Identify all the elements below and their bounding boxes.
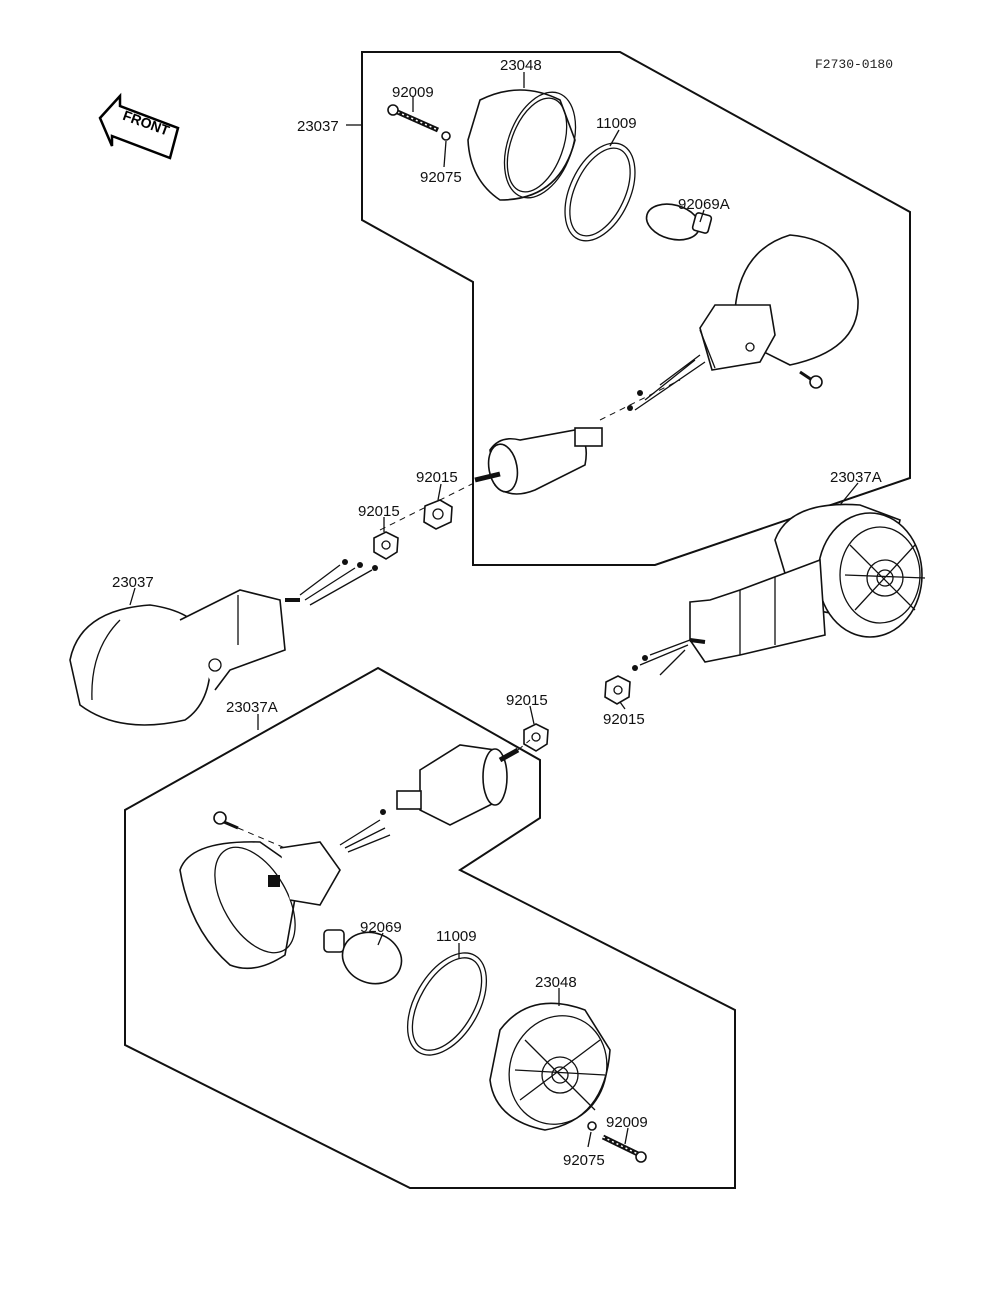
housing-lower [179, 809, 391, 970]
label-92075-upper: 92075 [420, 169, 462, 186]
nut-92015-c [604, 675, 631, 705]
nut-92015-d [523, 723, 549, 752]
label-92015-d: 92015 [506, 692, 548, 709]
socket-lower [396, 739, 531, 826]
label-92009-upper: 92009 [392, 84, 434, 101]
label-92015-c: 92015 [603, 711, 645, 728]
turn-signal-23037-left [69, 559, 378, 726]
label-23048-upper: 23048 [500, 57, 542, 74]
gasket-11009-upper [564, 142, 636, 242]
nut-92015-a [423, 499, 453, 530]
screw-92009-upper [387, 104, 440, 133]
screw-small-upper [799, 370, 823, 389]
nut-92015-b [373, 531, 399, 560]
bulb-92069 [323, 929, 403, 985]
lens-23048-lower [489, 1002, 611, 1131]
washer-92075-lower [587, 1121, 597, 1131]
lower-assembly-boundary [124, 666, 736, 1189]
label-92069A: 92069A [678, 196, 730, 213]
bulb-92069A [645, 203, 713, 241]
front-arrow-icon: FRONT [98, 92, 180, 160]
lens-23048-upper [467, 89, 577, 201]
label-23037A-right: 23037A [830, 469, 882, 486]
diagram-code: F2730-0180 [815, 57, 893, 72]
label-23037-left: 23037 [112, 574, 154, 591]
upper-assembly-boundary [361, 51, 911, 566]
leader-lines [129, 72, 859, 1148]
label-11009-upper: 11009 [596, 115, 637, 132]
label-23037A-lower: 23037A [226, 699, 278, 716]
dash-socket-upper [379, 474, 491, 531]
dash-lamp-upper [599, 379, 681, 421]
gasket-11009-lower [406, 952, 488, 1056]
turn-signal-23037A-right [632, 503, 926, 676]
label-92015-b: 92015 [358, 503, 400, 520]
socket-upper [474, 427, 603, 495]
washer-92075-upper [441, 131, 451, 141]
label-92015-a: 92015 [416, 469, 458, 486]
label-23037-upper: 23037 [297, 118, 339, 135]
screw-small-lower [213, 811, 286, 849]
housing-upper-right [627, 234, 859, 411]
label-92075-lower: 92075 [563, 1152, 605, 1169]
label-11009-lower: 11009 [436, 928, 477, 945]
label-23048-lower: 23048 [535, 974, 577, 991]
label-92069: 92069 [360, 919, 402, 936]
screw-92009-lower [601, 1134, 647, 1163]
label-92009-lower: 92009 [606, 1114, 648, 1131]
